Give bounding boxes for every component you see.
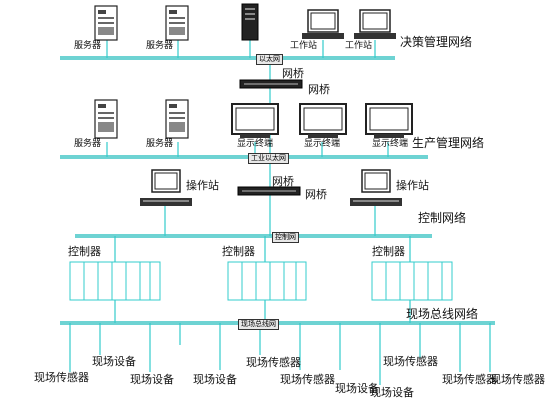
operator-station-label: 操作站 [396, 179, 429, 192]
tower-computer-icon [241, 3, 259, 41]
server-icon [94, 5, 118, 41]
server-icon [165, 99, 189, 139]
field-sensor-label: 现场传感器 [246, 356, 301, 369]
terminal-label: 显示终端 [237, 139, 274, 149]
controller-label: 控制器 [222, 245, 255, 258]
bridge-label-secondary: 网桥 [308, 83, 330, 96]
field-sensor-label: 现场传感器 [280, 373, 335, 386]
display-terminal-icon [299, 103, 347, 138]
controller-rack [227, 261, 307, 301]
fieldbus-network-title: 现场总线网络 [406, 307, 479, 321]
ethernet-bus-label: 以太网 [256, 54, 283, 65]
controller-label: 控制器 [68, 245, 101, 258]
fieldbus-label: 现场总线网 [238, 319, 279, 330]
workstation-icon [354, 9, 396, 39]
field-sensor-label: 现场传感器 [442, 373, 497, 386]
server-label: 服务器 [146, 139, 174, 149]
operator-station-icon [140, 169, 192, 206]
controller-rack [371, 261, 453, 301]
bridge-label-secondary: 网桥 [305, 188, 327, 201]
field-device-label: 现场设备 [92, 355, 136, 368]
production-network-title: 生产管理网络 [412, 136, 485, 150]
terminal-label: 显示终端 [372, 139, 409, 149]
industrial-ethernet-label: 工业以太网 [248, 153, 289, 164]
server-icon [165, 5, 189, 41]
bridge-label: 网桥 [272, 175, 294, 188]
bridge-icon [237, 186, 301, 196]
controller-rack [69, 261, 161, 301]
field-device-label: 现场设备 [130, 373, 174, 386]
control-bus-label: 控制网 [272, 232, 299, 243]
operator-station-icon [350, 169, 402, 206]
server-icon [94, 99, 118, 139]
operator-station-label: 操作站 [186, 179, 219, 192]
workstation-label: 工作站 [345, 41, 373, 51]
field-sensor-label: 现场传感器 [383, 355, 438, 368]
field-device-label: 现场设备 [335, 382, 379, 395]
field-sensor-label: 现场传感器 [34, 371, 89, 384]
bridge-icon [239, 79, 303, 89]
field-sensor-label: 现场传感器 [490, 373, 545, 386]
display-terminal-icon [365, 103, 413, 138]
server-label: 服务器 [74, 139, 102, 149]
terminal-label: 显示终端 [304, 139, 341, 149]
field-device-label: 现场设备 [193, 373, 237, 386]
bridge-label: 网桥 [282, 67, 304, 80]
decision-network-title: 决策管理网络 [400, 35, 473, 49]
field-device-label: 现场设备 [370, 386, 414, 399]
server-label: 服务器 [146, 41, 174, 51]
control-network-title: 控制网络 [418, 211, 467, 225]
display-terminal-icon [231, 103, 279, 138]
server-label: 服务器 [74, 41, 102, 51]
workstation-icon [302, 9, 344, 39]
workstation-label: 工作站 [290, 41, 318, 51]
controller-label: 控制器 [372, 245, 405, 258]
